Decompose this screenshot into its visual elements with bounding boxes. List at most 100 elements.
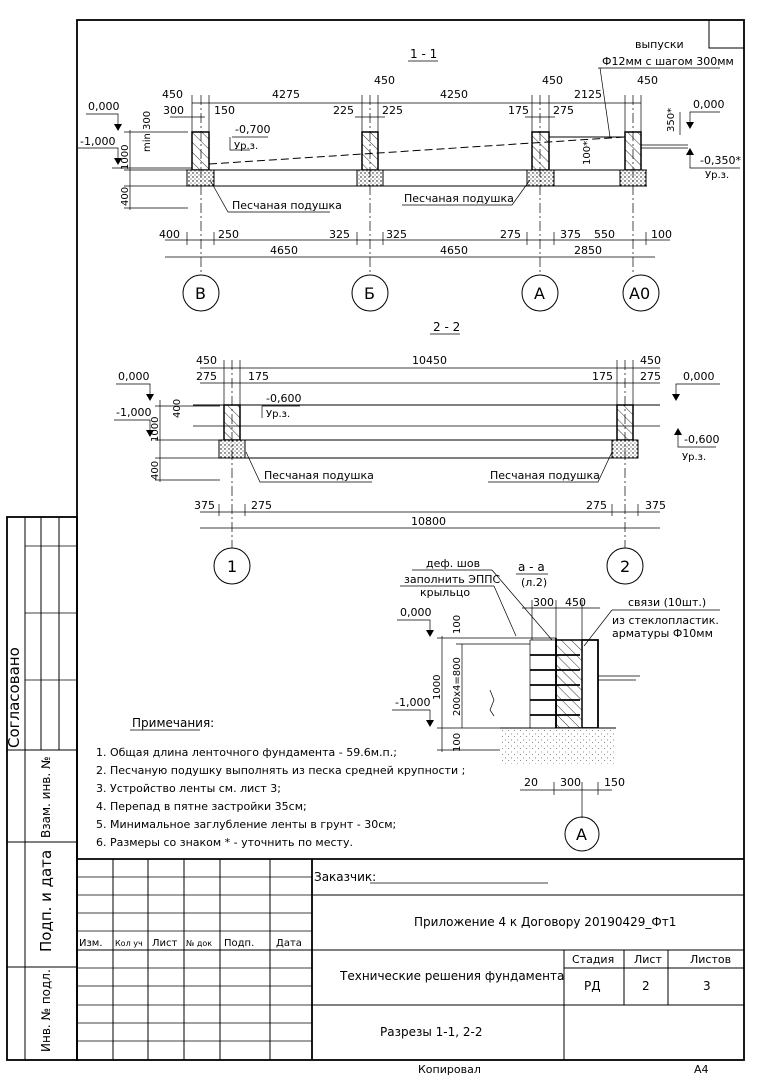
s11-elev-ur-right: -0,350* xyxy=(700,154,741,167)
s11-top-dim-1: 450 xyxy=(162,88,183,101)
section-a-a: деф. шов заполнить ЭППС крыльцо а - а (л… xyxy=(392,557,720,852)
s22-top-dim-2: 10450 xyxy=(412,354,447,367)
s11-sand-label-1: Песчаная подушка xyxy=(232,199,342,212)
inv-zam-label: Взам. инв. № xyxy=(39,757,53,838)
s22-sub-dim-1: 275 xyxy=(196,370,217,383)
s22-span: 10800 xyxy=(411,515,446,528)
note-6: 6. Размеры со знаком * - уточнить по мес… xyxy=(96,836,353,849)
col-header-kol: Кол уч xyxy=(115,939,143,948)
s22-ur-right: Ур.з. xyxy=(682,452,706,463)
s22-sand-label-1: Песчаная подушка xyxy=(264,469,374,482)
s11-top-dim-5: 450 xyxy=(542,74,563,87)
s11-top-dim-6: 2125 xyxy=(574,88,602,101)
sheet-name: Разрезы 1-1, 2-2 xyxy=(380,1025,482,1039)
col-header-date: Дата xyxy=(276,938,302,949)
s22-bot-dim-3: 275 xyxy=(586,499,607,512)
axis-2: 2 xyxy=(620,557,630,576)
saa-v1000: 1000 xyxy=(432,675,443,700)
col-header-doc: № док xyxy=(186,939,212,948)
saa-b20: 20 xyxy=(524,776,538,789)
s11-sub-dim-6: 275 xyxy=(553,104,574,117)
s22-elev-ur-right: -0,600 xyxy=(684,433,719,446)
saa-v100b: 100 xyxy=(452,733,463,752)
note-4: 4. Перепад в пятне застройки 35см; xyxy=(96,800,307,813)
saa-svyazi-1: связи (10шт.) xyxy=(628,596,706,609)
customer-label: Заказчик: xyxy=(314,870,376,884)
note-2: 2. Песчаную подушку выполнять из песка с… xyxy=(96,764,465,777)
s11-top-dim-7: 450 xyxy=(637,74,658,87)
s22-sub-dim-2: 175 xyxy=(248,370,269,383)
s11-top-dim-3: 450 xyxy=(374,74,395,87)
s22-sub-dim-3: 175 xyxy=(592,370,613,383)
vypuski-label: выпуски xyxy=(635,38,684,51)
side-stamp: Согласовано Взам. инв. № Подп. и дата Ин… xyxy=(5,516,78,1061)
inv-orig-label: Инв. № подл. xyxy=(39,969,53,1052)
saa-v200x4: 200х4=800 xyxy=(452,657,463,716)
saa-title: а - а xyxy=(518,560,545,574)
saa-fill-2: крыльцо xyxy=(420,586,470,599)
saa-b150: 150 xyxy=(604,776,625,789)
sheets-header: Листов xyxy=(690,953,731,966)
s11-top-dim-2: 4275 xyxy=(272,88,300,101)
s11-elev-ur-left: -0,700 xyxy=(235,123,270,136)
s22-sub-dim-4: 275 xyxy=(640,370,661,383)
copied-label: Копировал xyxy=(418,1063,481,1076)
s11-sub-dim-1: 300 xyxy=(163,104,184,117)
saa-fill-1: заполнить ЭППС xyxy=(404,573,500,586)
saa-svyazi-2: из стеклопластик. xyxy=(612,614,719,627)
s22-elev-top-left: 0,000 xyxy=(118,370,150,383)
saa-b300: 300 xyxy=(560,776,581,789)
project-name: Технические решения фундамента xyxy=(339,969,564,983)
s22-top-dim-3: 450 xyxy=(640,354,661,367)
s22-v400b: 400 xyxy=(150,461,161,480)
saa-elev-low: -1,000 xyxy=(395,696,430,709)
s11-sub-dim-2: 150 xyxy=(214,104,235,117)
axis-A0: А0 xyxy=(629,284,650,303)
s11-v400: 400 xyxy=(120,187,131,206)
s22-bot-dim-4: 375 xyxy=(645,499,666,512)
s22-elev-low-left: -1,000 xyxy=(116,406,151,419)
s11-sub-dim-4: 225 xyxy=(382,104,403,117)
stage-value: РД xyxy=(584,979,601,993)
s22-v400a: 400 xyxy=(172,399,183,418)
section-1-1: 1 - 1 выпуски Ф12мм с шагом 300мм 450 42… xyxy=(78,38,741,312)
s11-sub-dim-3: 225 xyxy=(333,104,354,117)
section-1-1-title: 1 - 1 xyxy=(410,47,437,61)
agreed-label: Согласовано xyxy=(5,647,23,748)
sign-date-label: Подп. и дата xyxy=(37,850,55,952)
s22-ur-left: Ур.з. xyxy=(266,409,290,420)
s11-bot-dim-3: 325 xyxy=(329,228,350,241)
note-5: 5. Минимальное заглубление ленты в грунт… xyxy=(96,818,396,831)
axis-B: Б xyxy=(364,284,375,303)
s11-top-dim-4: 4250 xyxy=(440,88,468,101)
saa-d300: 300 xyxy=(533,596,554,609)
col-header-sign: Подп. xyxy=(224,938,254,949)
s11-elev-top-right: 0,000 xyxy=(693,98,725,111)
s11-elev-top-left: 0,000 xyxy=(88,100,120,113)
axis-1: 1 xyxy=(227,557,237,576)
sheets-value: 3 xyxy=(703,979,711,993)
notes-block: Примечания: 1. Общая длина ленточного фу… xyxy=(96,716,465,849)
doc-title: Приложение 4 к Договору 20190429_Фт1 xyxy=(414,915,676,929)
section-2-2: 2 - 2 450 10450 450 275 175 175 275 0,00… xyxy=(114,320,720,585)
sheet-value: 2 xyxy=(642,979,650,993)
saa-svyazi-3: арматуры Ф10мм xyxy=(612,627,713,640)
col-header-izm: Изм. xyxy=(79,938,103,949)
s22-top-dim-1: 450 xyxy=(196,354,217,367)
s11-sub-dim-5: 175 xyxy=(508,104,529,117)
sheet-header: Лист xyxy=(634,953,662,966)
note-1: 1. Общая длина ленточного фундамента - 5… xyxy=(96,746,397,759)
s11-elev-low-left: -1,000 xyxy=(80,135,115,148)
s22-sand-label-2: Песчаная подушка xyxy=(490,469,600,482)
s11-span-1: 4650 xyxy=(270,244,298,257)
s11-v100: 100* xyxy=(582,141,593,165)
title-block: Изм. Кол уч Лист № док Подп. Дата Заказч… xyxy=(77,858,744,1076)
s11-min300: min 300 xyxy=(142,111,153,152)
stage-header: Стадия xyxy=(572,953,614,966)
saa-v100a: 100 xyxy=(452,615,463,634)
axis-A: А xyxy=(534,284,545,303)
s11-ur-right: Ур.з. xyxy=(705,170,729,181)
s11-v350: 350* xyxy=(666,108,677,132)
s11-ur-left: Ур.з. xyxy=(234,141,258,152)
